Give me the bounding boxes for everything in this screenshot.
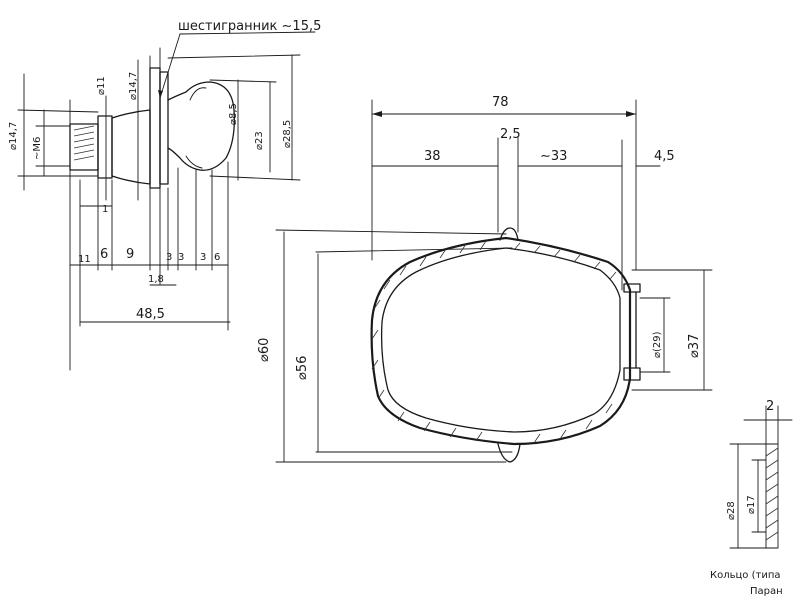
ring-drawing xyxy=(729,405,793,549)
dim-78: 78 xyxy=(492,95,509,110)
dim-dia-60: ⌀60 xyxy=(257,338,272,362)
hexagon-note: шестигранник ∼15,5 xyxy=(178,19,321,34)
dim-1: 1 xyxy=(102,204,108,215)
dim-thread-m6: ∼M6 xyxy=(32,137,43,160)
dim-3b: 3 xyxy=(178,252,184,263)
dim-dia-29: ⌀(29) xyxy=(652,331,663,358)
dim-48-5: 48,5 xyxy=(136,307,165,322)
dim-4-5: 4,5 xyxy=(654,149,675,164)
dim-6a: 6 xyxy=(100,247,108,262)
ring-dim-2: 2 xyxy=(766,399,774,414)
dim-dia-11: ⌀11 xyxy=(96,76,107,95)
dim-dia-37: ⌀37 xyxy=(687,334,702,358)
ring-caption-line2: Паран xyxy=(750,586,783,597)
ring-dia-28: ⌀28 xyxy=(726,501,737,520)
dim-dia-14-7-b: ⌀14,7 xyxy=(128,72,139,100)
dim-2-5: 2,5 xyxy=(500,127,521,142)
dim-38: 38 xyxy=(424,149,441,164)
dim-dia-56: ⌀56 xyxy=(295,356,310,380)
dim-33: ∼33 xyxy=(540,149,567,164)
dim-3c: 3 xyxy=(200,252,206,263)
dim-dia-23: ⌀23 xyxy=(254,131,265,150)
ring-caption-line1: Кольцо (типа xyxy=(710,570,781,581)
ring-dia-17: ⌀17 xyxy=(746,495,757,514)
dim-9: 9 xyxy=(126,247,134,262)
dim-dia-28-5: ⌀28,5 xyxy=(282,120,293,148)
left-part-drawing xyxy=(17,31,316,371)
dim-1-8: 1,8 xyxy=(148,274,164,285)
right-part-drawing xyxy=(275,99,713,463)
dim-6b: 6 xyxy=(214,252,220,263)
dim-3a: 3 xyxy=(166,252,172,263)
dim-dia-14-7: ⌀14,7 xyxy=(8,122,19,150)
dim-dia-8-5: ⌀8,5 xyxy=(228,103,239,125)
dim-11: 11 xyxy=(78,254,91,265)
